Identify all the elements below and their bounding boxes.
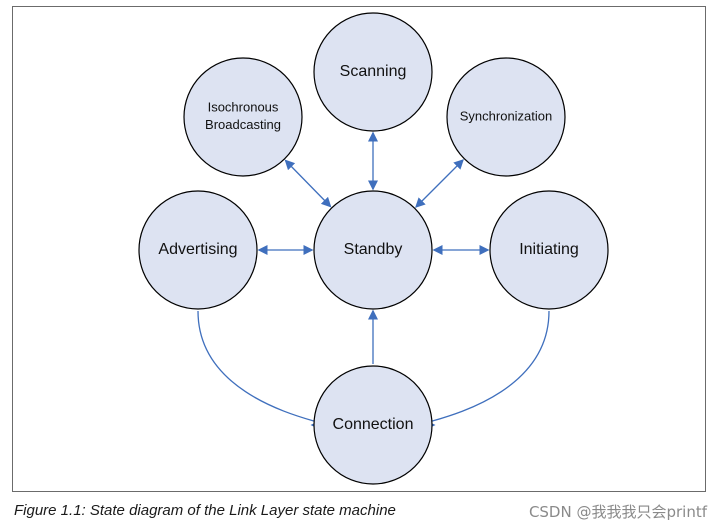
state-circle-advertising <box>138 190 258 310</box>
state-node-synchronization: Synchronization <box>446 57 566 177</box>
edge-advertising-to-connection <box>197 310 324 430</box>
state-circle-initiating <box>489 190 609 310</box>
state-node-initiating: Initiating <box>489 190 609 310</box>
state-label-connection: Connection <box>333 416 414 433</box>
state-circle-synchronization <box>446 57 566 177</box>
state-label-isochronous-broadcasting: Broadcasting <box>205 117 281 132</box>
state-label-standby: Standby <box>344 241 403 258</box>
state-label-synchronization: Synchronization <box>460 108 553 123</box>
state-node-connection: Connection <box>313 365 433 485</box>
edge-initiating-to-connection <box>422 310 550 430</box>
state-label-advertising: Advertising <box>158 241 237 258</box>
edge-standby-isochronous-broadcasting <box>284 159 332 208</box>
state-node-scanning: Scanning <box>313 12 433 132</box>
watermark: CSDN @我我我只会printf <box>528 503 707 521</box>
state-label-isochronous-broadcasting: Isochronous <box>208 100 279 115</box>
state-circle-standby <box>313 190 433 310</box>
state-label-initiating: Initiating <box>519 241 579 258</box>
state-circle-connection <box>313 365 433 485</box>
state-circle-scanning <box>313 12 433 132</box>
state-label-scanning: Scanning <box>340 63 407 80</box>
state-node-standby: Standby <box>313 190 433 310</box>
state-node-advertising: Advertising <box>138 190 258 310</box>
figure-caption: Figure 1.1: State diagram of the Link La… <box>14 502 396 519</box>
nodes-layer: ScanningIsochronousBroadcastingSynchroni… <box>138 12 609 485</box>
edge-standby-synchronization <box>415 159 464 208</box>
state-circle-isochronous-broadcasting <box>183 57 303 177</box>
